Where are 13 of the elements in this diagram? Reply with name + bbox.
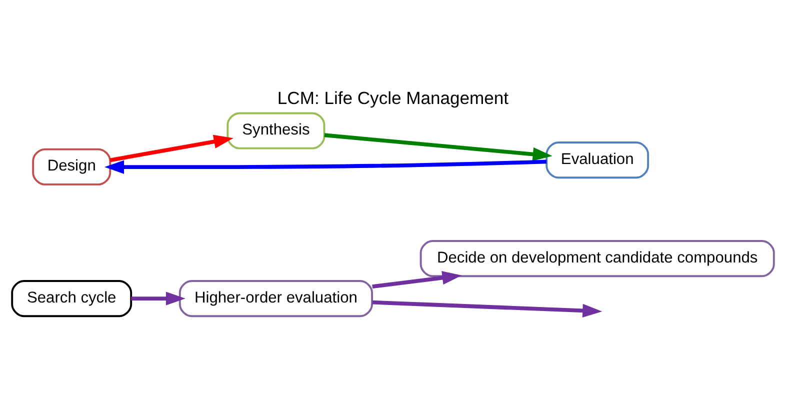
node-box: Decide on development candidate compounds (420, 240, 775, 277)
node-box: Synthesis (226, 112, 326, 149)
diagram-title: LCM: Life Cycle Management (277, 87, 509, 108)
node-box: Higher-order evaluation (178, 280, 373, 317)
node-box: Evaluation (546, 141, 650, 178)
arrow (104, 159, 547, 174)
arrow (324, 132, 552, 161)
arrow (372, 270, 462, 288)
arrow (131, 291, 186, 305)
node-box: Search cycle (11, 280, 132, 317)
arrow (110, 134, 234, 162)
arrow (372, 300, 602, 318)
node-box: Design (32, 148, 112, 185)
